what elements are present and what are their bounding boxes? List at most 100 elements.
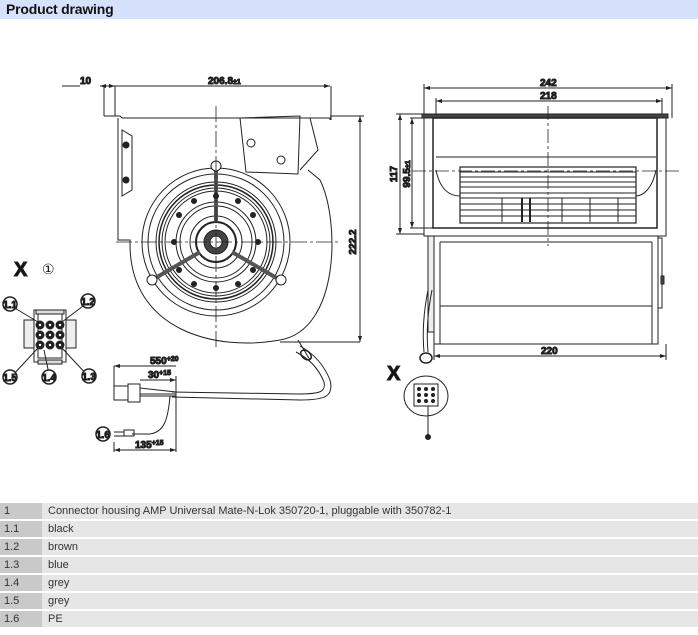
- dim-offset-label: 10: [80, 76, 92, 87]
- part-id: 1.3: [0, 557, 42, 573]
- pin-label-1-3: 1.3: [82, 372, 96, 383]
- guard-spoke: [150, 250, 202, 282]
- dim-strip-label: 30+15: [148, 370, 171, 381]
- table-row: 1.4 grey: [0, 575, 698, 591]
- part-id: 1.6: [0, 611, 42, 627]
- product-drawing: 10 206.8±1: [0, 20, 698, 498]
- dim-bottom-width-label: 220: [541, 346, 558, 357]
- section-header: Product drawing: [0, 0, 698, 19]
- leader-line: [12, 306, 39, 323]
- connector-detail-circle: [403, 375, 449, 417]
- pin-label-1-2: 1.2: [81, 297, 95, 308]
- cable-grommet: [299, 349, 313, 361]
- connector-side-tab: [65, 319, 77, 349]
- arrow-icon: [424, 86, 430, 90]
- callout-circle: [2, 296, 18, 312]
- arrow-icon: [660, 354, 666, 358]
- motor-clip: [660, 275, 665, 285]
- pe-ring: [114, 431, 124, 437]
- screw-hole-icon: [276, 155, 286, 165]
- pin-label-1-5: 1.5: [3, 373, 17, 384]
- section-title: Product drawing: [6, 1, 114, 17]
- arrow-icon: [666, 86, 672, 90]
- connector-pins: [35, 320, 65, 350]
- housing-edge: [299, 117, 319, 171]
- parts-table: 1 Connector housing AMP Universal Mate-N…: [0, 501, 698, 629]
- cable: [171, 351, 325, 395]
- scroll-housing: [129, 169, 333, 344]
- pe-terminal: [425, 434, 431, 440]
- dim-height-label: 222.2: [348, 229, 359, 254]
- part-id: 1: [0, 503, 42, 519]
- connector-detail: X ① 1.1 1.2: [2, 259, 97, 385]
- motor-side-plate: [657, 237, 663, 309]
- guard-mount: [146, 274, 158, 286]
- cable-detail: 550+20 30+15 135+15 1.6: [95, 356, 179, 452]
- arrow-icon: [410, 118, 414, 124]
- motor-housing: [433, 235, 659, 345]
- part-description: Connector housing AMP Universal Mate-N-L…: [42, 503, 698, 519]
- part-description: black: [42, 521, 698, 537]
- pin-label-1-4: 1.4: [42, 373, 56, 384]
- arrow-icon: [170, 448, 176, 452]
- rotor-holes: [171, 193, 261, 291]
- callout-circle: [41, 369, 57, 385]
- dim-inner-width-label: 218: [540, 91, 557, 102]
- part-id: 1.2: [0, 539, 42, 555]
- part-description: PE: [42, 611, 698, 627]
- side-view-x-label: X: [387, 363, 401, 385]
- dim-width-label: 206.8±1: [208, 76, 241, 87]
- arrow-icon: [436, 99, 442, 103]
- side-cable: [422, 289, 429, 353]
- arrow-icon: [358, 116, 362, 122]
- outlet-opening: [432, 117, 658, 229]
- table-row: 1.1 black: [0, 521, 698, 537]
- table-row: 1.6 PE: [0, 611, 698, 627]
- dim-inner-height-label: 99.5±1: [402, 160, 413, 187]
- arrow-icon: [410, 222, 414, 228]
- arrow-icon: [656, 99, 662, 103]
- view-x-label: X: [14, 259, 28, 281]
- dim-pe-label: 135+15: [135, 440, 164, 451]
- scroll-curve: [635, 169, 657, 197]
- part-description: grey: [42, 593, 698, 609]
- impeller: [116, 106, 340, 350]
- connector-side-tab: [23, 319, 35, 349]
- leader-line: [11, 347, 39, 377]
- arrow-icon: [398, 114, 402, 120]
- arrow-icon: [100, 84, 106, 88]
- callout-circle: [95, 426, 111, 442]
- callout-circle: [80, 293, 96, 309]
- connector-plug: [113, 385, 129, 401]
- part-description: grey: [42, 575, 698, 591]
- dim-height-label: 117: [389, 165, 400, 182]
- connector-plug: [127, 383, 141, 403]
- part-id: 1.5: [0, 593, 42, 609]
- arrow-icon: [109, 84, 115, 88]
- arrow-icon: [324, 84, 330, 88]
- pe-wire: [132, 395, 171, 435]
- dim-outer-width-label: 242: [540, 78, 557, 89]
- callout-1-label: ①: [42, 262, 55, 278]
- table-row: 1.3 blue: [0, 557, 698, 573]
- side-grommet: [419, 352, 433, 364]
- front-view: 10 206.8±1: [62, 76, 364, 401]
- part-id: 1.1: [0, 521, 42, 537]
- arrow-icon: [434, 354, 440, 358]
- callout-pe-label: 1.6: [96, 430, 110, 441]
- side-cable: [426, 289, 433, 353]
- outlet-flange: [239, 115, 301, 175]
- side-connector-pins: [417, 387, 435, 403]
- guard-mount: [275, 274, 287, 286]
- pin-label-1-1: 1.1: [3, 300, 17, 311]
- part-description: brown: [42, 539, 698, 555]
- screw-hole-icon: [122, 141, 130, 149]
- connector-latch: [35, 309, 65, 315]
- arrow-icon: [114, 448, 120, 452]
- arrow-icon: [114, 364, 120, 368]
- side-view: 242 218: [387, 78, 680, 440]
- pe-terminal: [123, 429, 135, 437]
- scroll-curve: [435, 169, 461, 197]
- guard-spoke: [230, 250, 282, 282]
- table-row: 1 Connector housing AMP Universal Mate-N…: [0, 503, 698, 519]
